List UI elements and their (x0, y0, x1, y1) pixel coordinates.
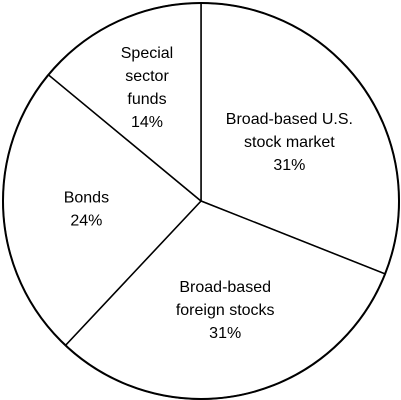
slice-label-1: Broad-based foreign stocks 31% (176, 279, 275, 342)
slice-percent: 31% (209, 325, 241, 342)
slice-label-line: Bonds (64, 190, 109, 207)
slice-label-line: Broad-based (179, 279, 271, 296)
slice-percent: 31% (273, 157, 305, 174)
slice-label-line: stock market (244, 134, 335, 151)
slice-percent: 14% (131, 114, 163, 131)
slice-percent: 24% (70, 213, 102, 230)
slice-label-0: Broad-based U.S. stock market 31% (226, 111, 353, 174)
slice-label-3: Special sector funds 14% (121, 45, 173, 131)
slice-label-line: sector (125, 68, 169, 85)
slice-label-line: funds (127, 91, 166, 108)
slice-label-line: foreign stocks (176, 302, 275, 319)
slice-label-line: Broad-based U.S. (226, 111, 353, 128)
slice-label-line: Special (121, 45, 173, 62)
slice-label-2: Bonds 24% (64, 190, 109, 230)
